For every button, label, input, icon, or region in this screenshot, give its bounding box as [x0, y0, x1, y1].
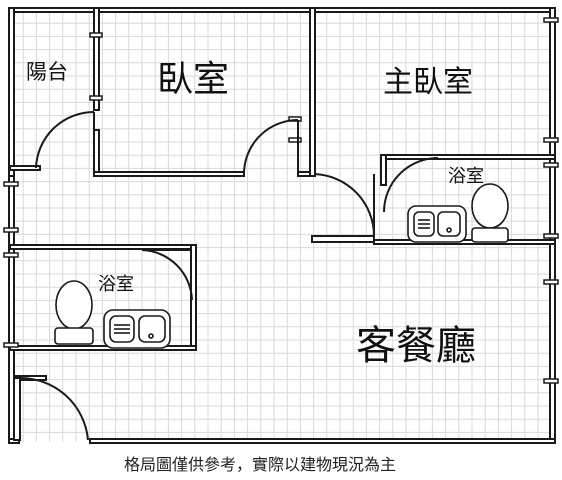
wall-bedroom-master [309, 7, 316, 177]
window-mark [89, 95, 103, 101]
window-mark [543, 162, 559, 168]
wall-top-left [9, 7, 99, 13]
bath-left-fixtures [54, 280, 171, 349]
window-mark [543, 137, 559, 143]
window-mark [288, 137, 302, 143]
window-mark [89, 32, 103, 38]
wall-bath-right-left [380, 154, 387, 186]
room-label-bathroom-right: 浴室 [448, 166, 484, 187]
room-label-living-dining: 客餐廳 [356, 323, 476, 369]
wall-bath-left-top [9, 244, 196, 250]
toilet-icon [471, 183, 509, 229]
wall-bath-left-bottom [9, 345, 197, 351]
window-mark [543, 233, 559, 239]
wall-bath-right-top [381, 154, 556, 160]
wall-bath-right-bottom [373, 239, 556, 245]
room-label-balcony: 陽台 [26, 60, 68, 84]
wall-left-upper [8, 7, 15, 179]
door-bedroom [243, 119, 299, 175]
window-mark [3, 227, 19, 233]
window-mark [543, 17, 559, 23]
door-balcony [35, 111, 95, 169]
room-label-bedroom: 臥室 [157, 59, 229, 100]
wall-top-right [311, 7, 555, 13]
wall-bottom-right [89, 438, 556, 444]
door-bath-left [141, 249, 193, 301]
walls [8, 7, 556, 444]
door-master-bedroom [313, 173, 375, 237]
toilet-tank-icon [54, 327, 94, 345]
drain-icon [148, 333, 154, 339]
plan-caption: 格局圖僅供參考，實際以建物現況為主 [124, 455, 396, 474]
window-mark [3, 252, 19, 258]
room-label-bathroom-left: 浴室 [98, 274, 134, 295]
window-mark [3, 342, 19, 348]
wall-bedroom-bottom [93, 171, 245, 177]
bath-right-fixtures [407, 183, 509, 243]
wall-balcony-bedroom [93, 7, 100, 111]
window-mark [3, 181, 19, 187]
drain-icon [446, 227, 452, 233]
wall-balcony-bottom [9, 165, 41, 171]
door-bath-right [383, 157, 439, 213]
window-mark [543, 378, 559, 384]
sink-basin-icon [437, 211, 461, 237]
door-entry [17, 376, 89, 441]
room-label-master-bedroom: 主臥室 [383, 65, 473, 100]
doors [13, 111, 439, 441]
wall-master-bottom [311, 235, 375, 243]
sink-basin-icon [138, 315, 166, 343]
toilet-icon [55, 280, 93, 330]
toilet-tank-icon [471, 227, 509, 243]
window-mark [543, 279, 559, 285]
wall-marks [3, 17, 559, 384]
wall-top-middle [95, 7, 315, 13]
door-entry-leaf [13, 377, 21, 441]
wall-right [549, 7, 556, 443]
